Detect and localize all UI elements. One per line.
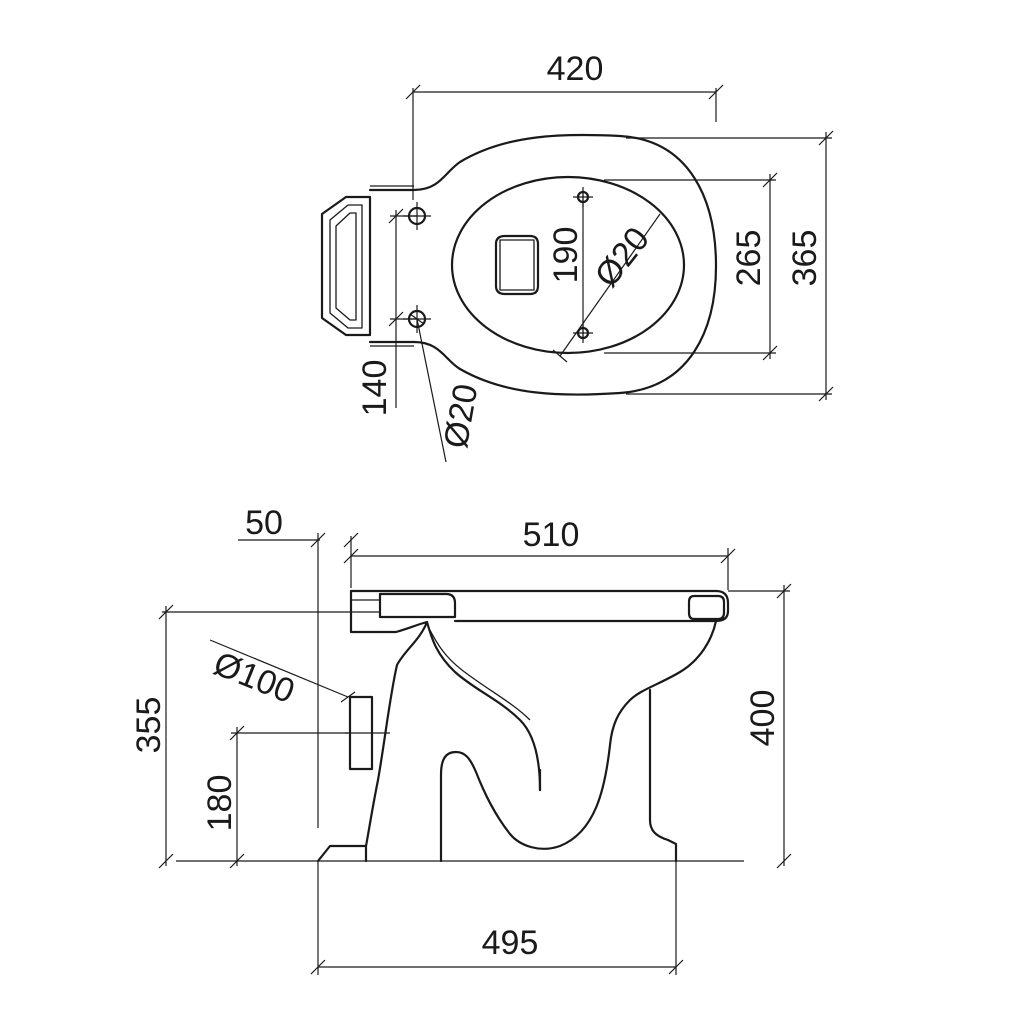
dim-50-label: 50 [245, 504, 283, 542]
dim-140: 140 [356, 208, 417, 417]
dim-180-label: 180 [201, 775, 239, 832]
bowl-inner-rim [450, 175, 686, 355]
dim-510: 510 [343, 516, 736, 590]
dim-495-label: 495 [482, 924, 539, 962]
dim-outlet-dia: Ø100 [208, 639, 356, 711]
dim-seat-hole-dia-label: Ø20 [437, 381, 486, 451]
dim-365: 365 [626, 130, 834, 402]
dim-seat-hole-dia: Ø20 [409, 313, 486, 463]
bowl-outline [368, 133, 718, 396]
dim-180: 180 [201, 725, 348, 869]
top-view: 420 365 265 190 Ø20 [320, 50, 834, 463]
dim-495: 495 [310, 861, 684, 975]
dim-190: 190 [547, 190, 585, 340]
dim-365-label: 365 [786, 230, 824, 287]
bowl-drain [494, 234, 540, 296]
cistern-outline [320, 195, 372, 337]
dim-outlet-dia-label: Ø100 [208, 645, 299, 711]
dim-50: 50 [238, 504, 359, 828]
dim-265: 265 [604, 172, 778, 361]
dim-420-label: 420 [547, 50, 604, 88]
dim-190-label: 190 [547, 227, 585, 284]
dim-bowl-hole-dia-label: Ø20 [588, 220, 658, 294]
seat-lid [349, 589, 730, 634]
outlet-spigot [345, 695, 390, 771]
side-view: 50 510 Ø100 355 [130, 504, 792, 975]
dim-140-label: 140 [356, 360, 394, 417]
dim-265-label: 265 [730, 230, 768, 287]
dim-400: 400 [728, 583, 792, 869]
dim-400-label: 400 [744, 690, 782, 747]
seat-hinge-holes [403, 202, 431, 333]
dim-510-label: 510 [523, 516, 580, 554]
dim-355: 355 [130, 604, 380, 869]
pan-body [316, 619, 718, 863]
dim-355-label: 355 [130, 697, 168, 754]
dim-420: 420 [405, 50, 724, 200]
